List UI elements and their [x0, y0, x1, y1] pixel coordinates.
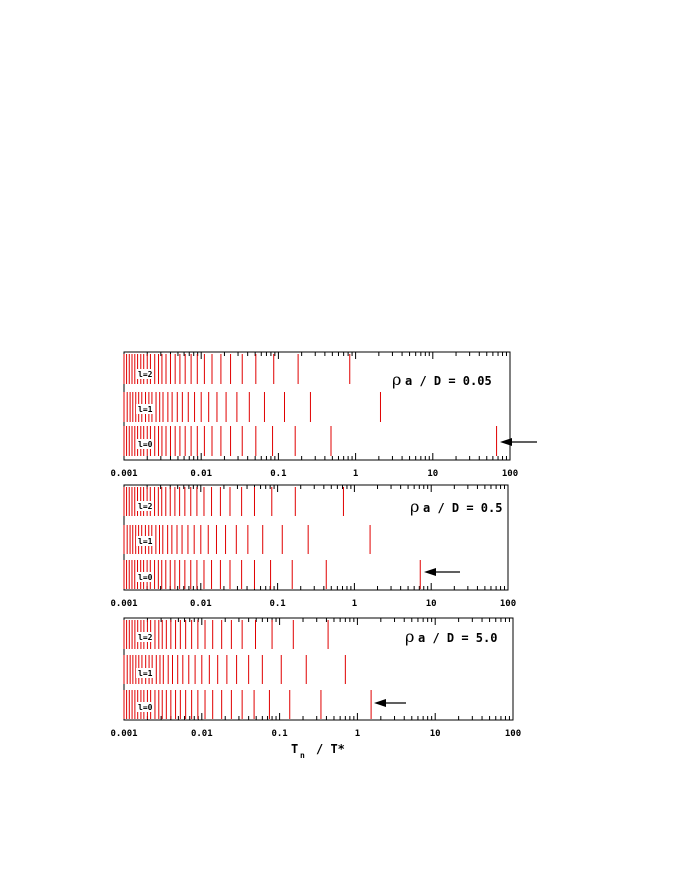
row-label-background: [136, 632, 154, 642]
arrow-head-icon: [424, 568, 436, 576]
row-label-background: [136, 404, 154, 414]
row-label: l=1: [138, 405, 153, 414]
x-tick-label: 100: [502, 469, 518, 479]
row-label: l=2: [138, 370, 153, 379]
x-tick-label: 10: [427, 469, 438, 479]
x-tick-label: 0.1: [269, 599, 285, 609]
panel-2: 0.001 0.01 0.1 1 10 100 l=2 l=1 l=0 ρ a / D = 0.5: [110, 484, 516, 609]
x-tick-label: 0.01: [191, 729, 213, 739]
row-label-background: [136, 501, 154, 511]
x-tick-label: 1: [353, 469, 358, 479]
x-tick-label: 100: [505, 729, 521, 739]
panel-3: 0.001 0.01 0.1 1 10 100 l=2 l=1 l=0 ρ a / D = 5.0: [110, 617, 521, 739]
row-label-background: [136, 536, 154, 546]
row-label: l=0: [138, 703, 153, 712]
row-label: l=2: [138, 502, 153, 511]
parameter-label: a / D = 0.5: [423, 501, 502, 515]
x-tick-label: 0.001: [110, 729, 137, 739]
row-label-background: [136, 369, 154, 379]
x-axis-title-main: T: [291, 742, 298, 756]
x-tick-label: 10: [430, 729, 441, 739]
x-tick-label: 0.1: [271, 729, 287, 739]
row-label-background: [136, 668, 154, 678]
x-tick-label: 100: [500, 599, 516, 609]
row-label-background: [136, 439, 154, 449]
parameter-label: a / D = 5.0: [418, 631, 497, 645]
parameter-label: a / D = 0.05: [405, 374, 492, 388]
x-tick-label: 0.001: [110, 599, 137, 609]
rho-symbol: ρ: [410, 497, 419, 516]
x-tick-label: 0.01: [190, 599, 212, 609]
x-axis-title-subscript: n: [300, 751, 305, 760]
rho-symbol: ρ: [392, 370, 401, 389]
x-tick-label: 0.01: [190, 469, 212, 479]
panels: 0.001 0.01 0.1 1 10 100 l=2 l=1 l=0 ρ a / D = 0.05…: [110, 351, 537, 739]
x-tick-label: 1: [352, 599, 357, 609]
x-tick-label: 1: [355, 729, 360, 739]
row-label: l=0: [138, 573, 153, 582]
row-label: l=2: [138, 633, 153, 642]
arrow-head-icon: [374, 699, 386, 707]
row-label: l=1: [138, 537, 153, 546]
row-label: l=1: [138, 669, 153, 678]
row-label-background: [136, 702, 154, 712]
arrow-head-icon: [500, 438, 512, 446]
x-tick-label: 0.001: [110, 469, 137, 479]
x-axis-title: T n / T*: [291, 742, 345, 760]
row-label-background: [136, 572, 154, 582]
x-axis-title-rest: / T*: [316, 742, 345, 756]
x-tick-label: 10: [426, 599, 437, 609]
rho-symbol: ρ: [405, 627, 414, 646]
x-tick-label: 0.1: [270, 469, 286, 479]
row-label: l=0: [138, 440, 153, 449]
panel-1: 0.001 0.01 0.1 1 10 100 l=2 l=1 l=0 ρ a / D = 0.05: [110, 351, 537, 479]
